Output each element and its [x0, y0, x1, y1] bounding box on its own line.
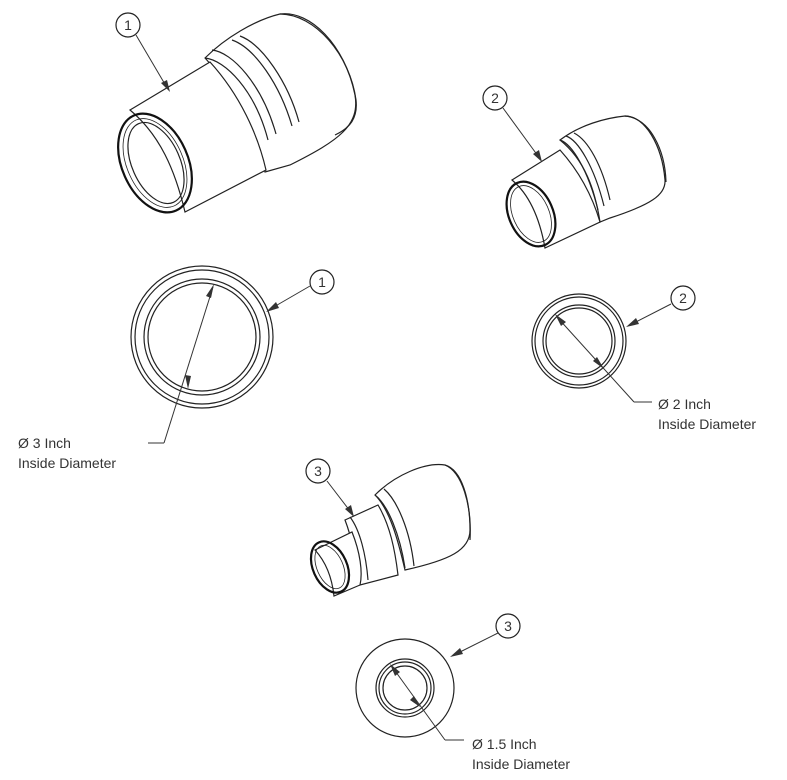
part1-isometric-view	[117, 13, 357, 214]
part1-end-balloon: 1	[266, 269, 335, 312]
part2-end-balloon: 2	[626, 285, 696, 327]
part2-description-label: Inside Diameter	[658, 416, 756, 432]
part2-callout: Ø 2 Inch Inside Diameter	[658, 396, 756, 432]
part2-iso-balloon-number: 2	[491, 90, 499, 106]
part2-iso-balloon: 2	[482, 85, 542, 162]
part3-isometric-view	[309, 463, 471, 597]
part1-iso-balloon: 1	[115, 12, 170, 92]
part3-iso-balloon-number: 3	[314, 463, 322, 479]
part2-diameter-label: Ø 2 Inch	[658, 396, 711, 412]
part1-diameter-label: Ø 3 Inch	[18, 435, 71, 451]
part2-isometric-view	[505, 115, 667, 249]
part1-iso-balloon-number: 1	[124, 17, 132, 33]
part2-end-balloon-number: 2	[679, 290, 687, 306]
part2-end-view	[531, 293, 652, 403]
part1-description-label: Inside Diameter	[18, 455, 116, 471]
part1-end-view	[130, 265, 274, 444]
part1-end-balloon-number: 1	[318, 274, 326, 290]
part3-end-balloon: 3	[450, 613, 521, 657]
part3-description-label: Inside Diameter	[472, 756, 570, 772]
part3-end-view	[355, 638, 464, 741]
part3-diameter-label: Ø 1.5 Inch	[472, 736, 537, 752]
part3-iso-balloon: 3	[305, 458, 354, 517]
part3-callout: Ø 1.5 Inch Inside Diameter	[472, 736, 570, 772]
part3-end-balloon-number: 3	[504, 618, 512, 634]
part1-callout: Ø 3 Inch Inside Diameter	[18, 435, 116, 471]
